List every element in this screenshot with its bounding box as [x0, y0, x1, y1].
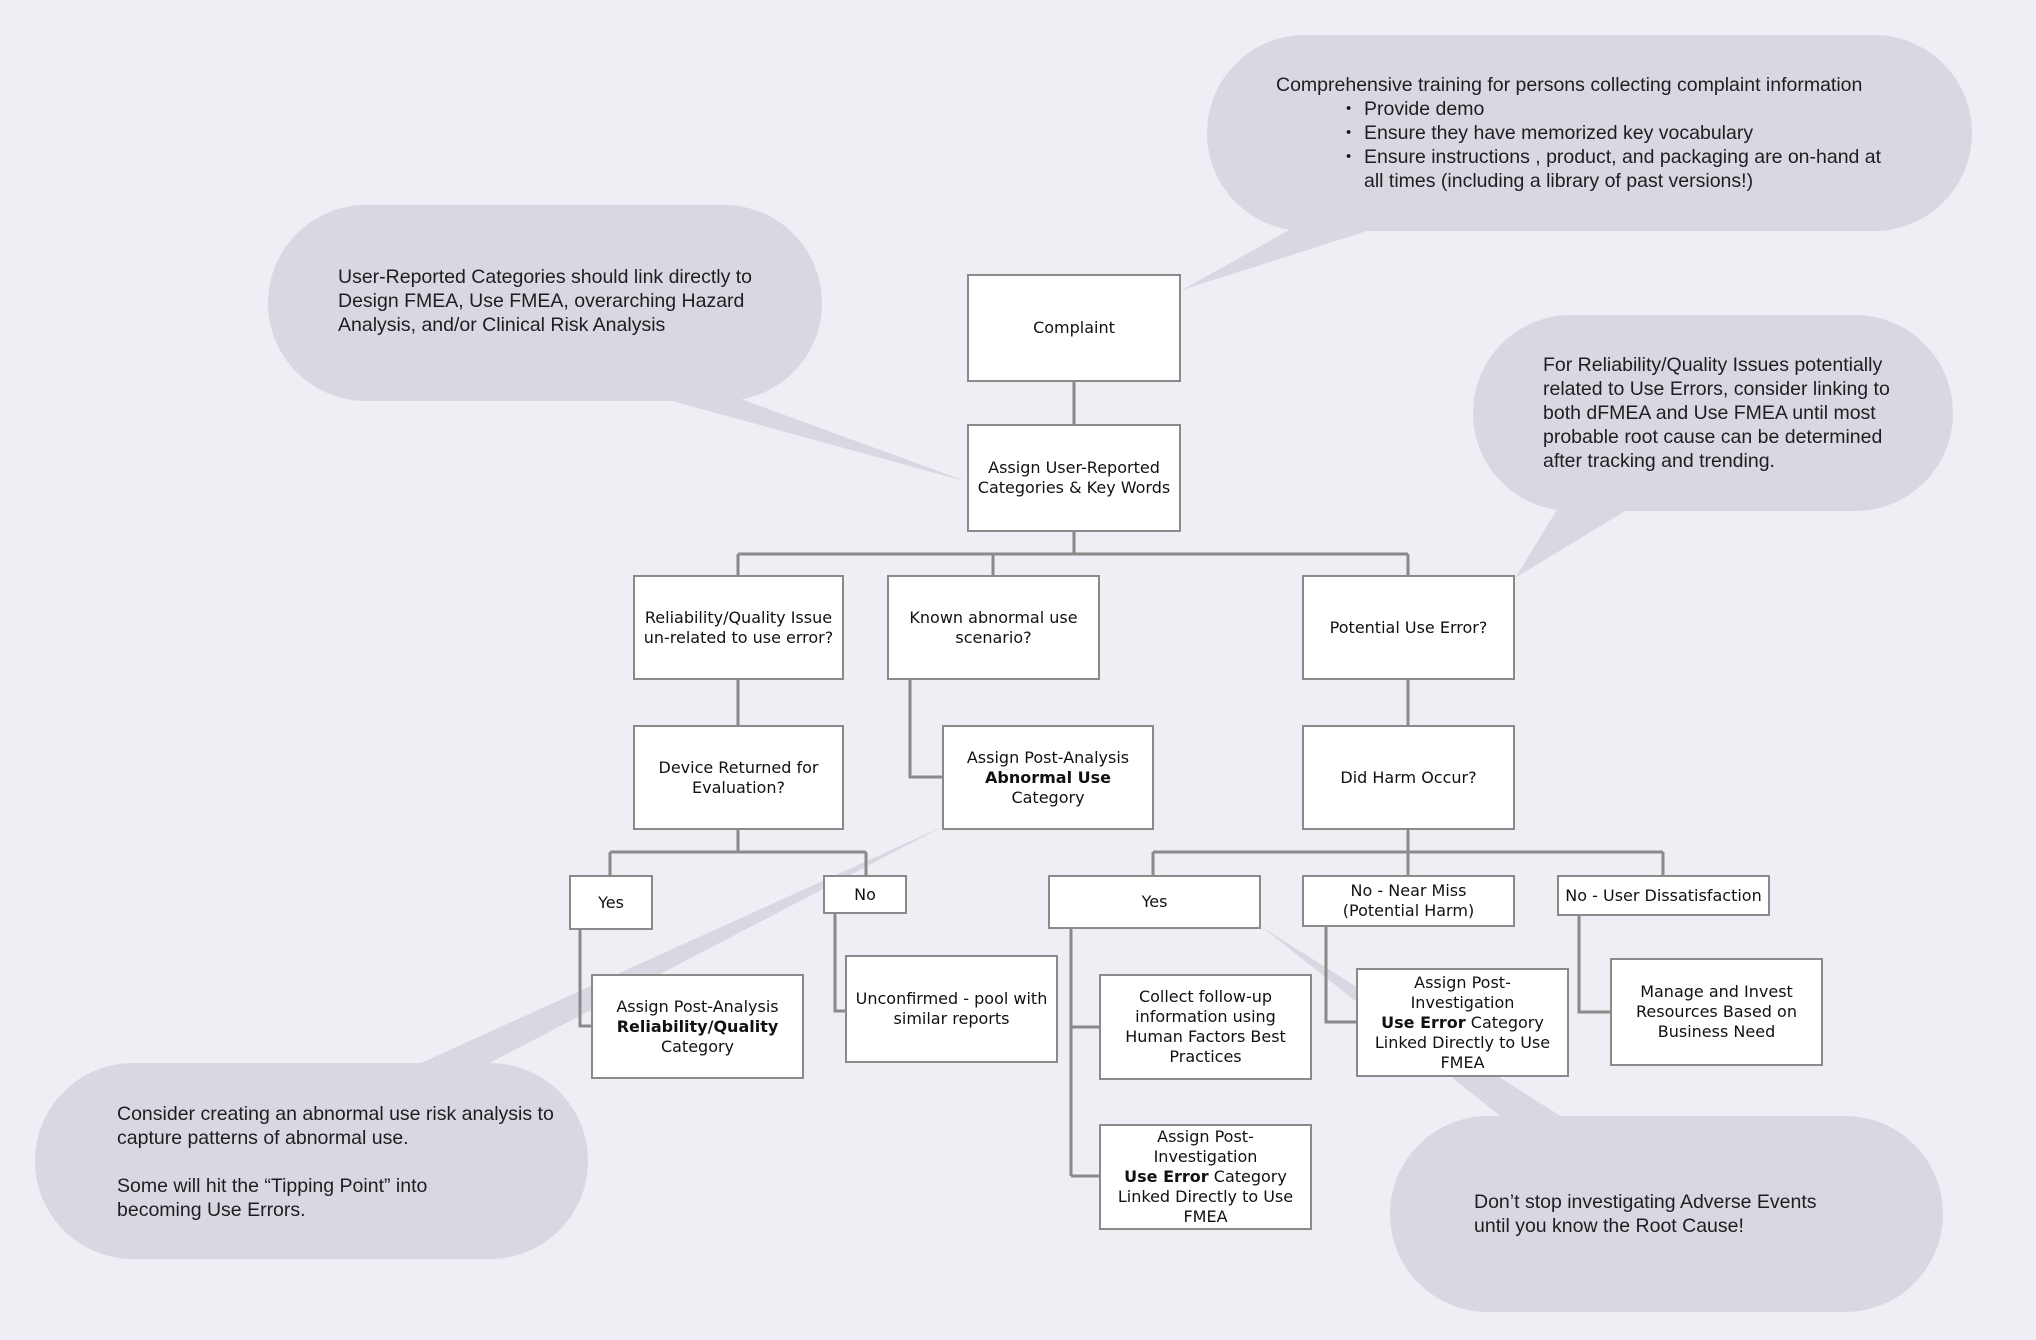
complaint-label: Complaint: [1033, 318, 1115, 337]
assign-categories-box: Assign User-Reported Categories & Key Wo…: [967, 424, 1181, 532]
manage-resources-label: Manage and Invest Resources Based on Bus…: [1636, 982, 1797, 1041]
categories-callout-text: User-Reported Categories should link dir…: [338, 265, 768, 337]
did-harm-box: Did Harm Occur?: [1302, 725, 1515, 830]
abnormal-callout-paragraph-1: Consider creating an abnormal use risk a…: [117, 1103, 554, 1149]
device-returned-label: Device Returned for Evaluation?: [658, 757, 819, 797]
categories-bubble-tail: [650, 395, 968, 482]
reliability-bubble-tail: [1515, 505, 1635, 578]
near-miss-label: No - Near Miss (Potential Harm): [1342, 881, 1475, 920]
reliability-callout-paragraph: For Reliability/Quality Issues potential…: [1543, 354, 1890, 472]
no-returned-label: No: [854, 884, 876, 904]
known-abnormal-label: Known abnormal use scenario?: [909, 607, 1078, 647]
training-bullet: Provide demo: [1346, 97, 1916, 121]
manage-resources-box: Manage and Invest Resources Based on Bus…: [1610, 958, 1823, 1066]
training-bullet: Ensure instructions , product, and packa…: [1346, 145, 1904, 193]
potential-use-error-box: Potential Use Error?: [1302, 575, 1515, 680]
reliability-issue-box: Reliability/Quality Issue un-related to …: [633, 575, 844, 680]
training-bullet: Ensure they have memorized key vocabular…: [1346, 121, 1916, 145]
did-harm-label: Did Harm Occur?: [1340, 767, 1477, 787]
reliability-bubble: [1473, 315, 1953, 511]
training-callout-text: Comprehensive training for persons colle…: [1276, 73, 1916, 193]
adverse-callout-paragraph: Don’t stop investigating Adverse Events …: [1474, 1191, 1817, 1237]
adverse-bubble: [1390, 1116, 1943, 1312]
unconfirmed-box: Unconfirmed - pool with similar reports: [845, 955, 1058, 1063]
collect-followup-box: Collect follow-up information using Huma…: [1099, 974, 1312, 1080]
abnormal-bubble-tail: [410, 826, 944, 1068]
reliability-callout-text: For Reliability/Quality Issues potential…: [1543, 353, 1918, 473]
unconfirmed-label: Unconfirmed - pool with similar reports: [855, 989, 1048, 1028]
known-abnormal-box: Known abnormal use scenario?: [887, 575, 1100, 680]
user-dissatisfaction-label: No - User Dissatisfaction: [1565, 885, 1762, 905]
abnormal-callout-text: Consider creating an abnormal use risk a…: [117, 1102, 557, 1222]
connector-lines: [578, 382, 1665, 1178]
no-returned-box: No: [823, 875, 907, 914]
device-returned-box: Device Returned for Evaluation?: [633, 725, 844, 830]
potential-use-error-label: Potential Use Error?: [1329, 617, 1488, 637]
training-bubble-tail: [1182, 224, 1370, 290]
collect-followup-label: Collect follow-up information using Huma…: [1125, 987, 1286, 1066]
yes-harm-label: Yes: [1141, 892, 1168, 911]
user-dissatisfaction-box: No - User Dissatisfaction: [1557, 875, 1770, 916]
reliability-issue-label: Reliability/Quality Issue un-related to …: [643, 607, 834, 647]
abnormal-callout-paragraph-2: Some will hit the “Tipping Point” into b…: [117, 1175, 428, 1221]
complaint-box: Complaint: [967, 274, 1181, 382]
categories-bubble: [268, 205, 822, 401]
adverse-callout-text: Don’t stop investigating Adverse Events …: [1474, 1190, 1854, 1238]
yes-harm-box: Yes: [1048, 875, 1261, 929]
yes-returned-box: Yes: [569, 875, 653, 930]
training-callout-heading: Comprehensive training for persons colle…: [1276, 74, 1863, 96]
abnormal-bubble: [35, 1063, 588, 1259]
categories-callout-paragraph: User-Reported Categories should link dir…: [338, 266, 753, 336]
training-callout-list: Provide demo Ensure they have memorized …: [1276, 97, 1916, 193]
yes-returned-label: Yes: [598, 892, 624, 912]
near-miss-box: No - Near Miss (Potential Harm): [1302, 875, 1515, 927]
assign-categories-label: Assign User-Reported Categories & Key Wo…: [977, 458, 1171, 497]
